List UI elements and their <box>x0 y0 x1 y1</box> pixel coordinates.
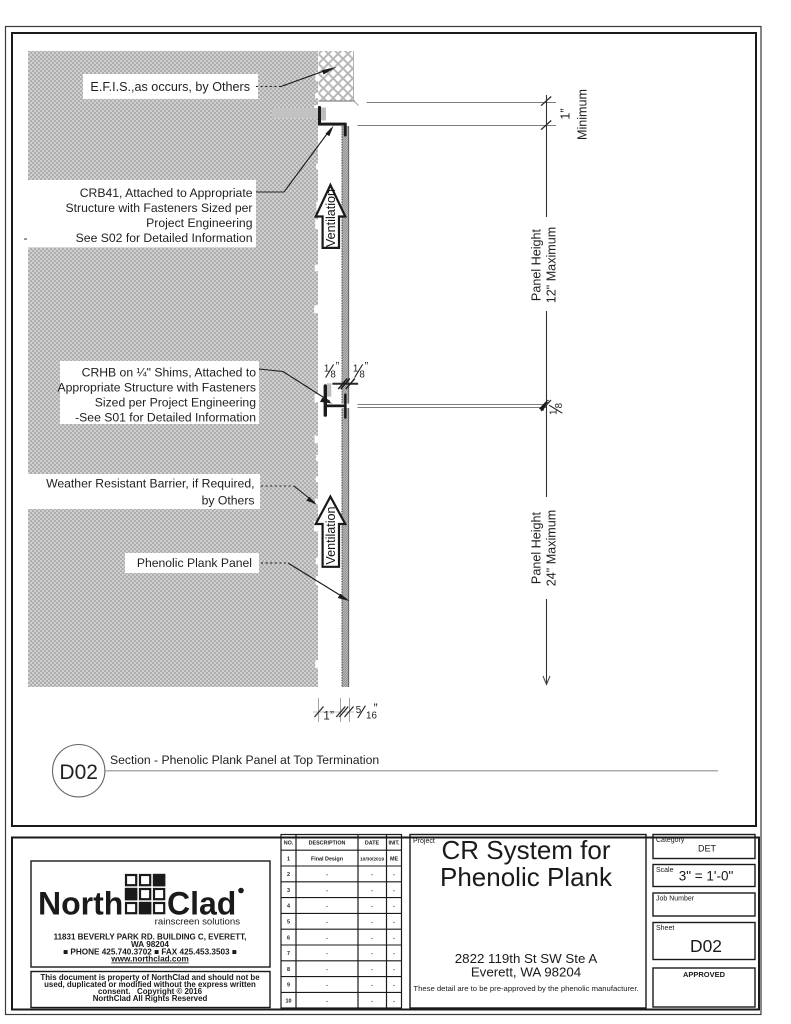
svg-text:Phenolic Plank: Phenolic Plank <box>440 862 613 892</box>
svg-text:INIT.: INIT. <box>388 841 400 847</box>
svg-text:3: 3 <box>287 888 290 894</box>
svg-text:-: - <box>371 920 373 926</box>
svg-text:24" Maximum: 24" Maximum <box>545 510 559 587</box>
svg-text:-: - <box>326 983 328 989</box>
svg-text:Project Engineering: Project Engineering <box>146 216 252 230</box>
svg-text:8: 8 <box>287 967 290 973</box>
svg-text:-: - <box>326 920 328 926</box>
svg-text:www.northclad.com: www.northclad.com <box>110 955 189 964</box>
svg-text:See S02 for Detailed Informati: See S02 for Detailed Information <box>76 231 253 245</box>
svg-text:Category: Category <box>656 837 685 844</box>
svg-text:3" = 1'-0": 3" = 1'-0" <box>679 869 734 884</box>
svg-text:2822 119th St SW Ste A: 2822 119th St SW Ste A <box>455 951 598 966</box>
svg-text:-: - <box>393 888 395 894</box>
svg-text:CR System for: CR System for <box>441 835 610 865</box>
svg-text:Phenolic Plank Panel: Phenolic Plank Panel <box>137 556 252 570</box>
svg-text:used, duplicated or modified w: used, duplicated or modified without the… <box>44 980 256 989</box>
svg-text:12" Maximum: 12" Maximum <box>545 227 559 304</box>
svg-text:5: 5 <box>287 920 290 926</box>
svg-text:Clad: Clad <box>167 886 236 922</box>
svg-text:DET: DET <box>698 844 717 854</box>
svg-text:Project: Project <box>413 838 435 845</box>
svg-text:-See S01 for Detailed Informat: -See S01 for Detailed Information <box>75 410 256 424</box>
svg-text:DESCRIPTION: DESCRIPTION <box>309 841 346 847</box>
svg-text:-: - <box>326 904 328 910</box>
svg-text:-: - <box>393 967 395 973</box>
svg-text:-: - <box>371 935 373 941</box>
svg-text:16: 16 <box>366 711 377 722</box>
svg-text:Weather Resistant Barrier, if: Weather Resistant Barrier, if Required, <box>46 477 254 491</box>
svg-text:4: 4 <box>287 904 290 910</box>
svg-text:-: - <box>393 904 395 910</box>
svg-text:ME: ME <box>390 856 398 862</box>
svg-text:”: ” <box>374 702 378 716</box>
svg-text:1: 1 <box>287 856 290 862</box>
svg-text:-: - <box>393 999 395 1005</box>
svg-text:1”: 1” <box>323 708 334 722</box>
svg-text:-: - <box>326 872 328 878</box>
svg-text:Panel Height: Panel Height <box>530 228 544 301</box>
svg-text:5: 5 <box>356 705 362 716</box>
svg-text:Scale: Scale <box>656 867 674 874</box>
svg-text:consent. Copyright © 2016: consent. Copyright © 2016 <box>98 987 203 996</box>
svg-text:-: - <box>393 920 395 926</box>
svg-text:Ventilation: Ventilation <box>324 506 338 564</box>
svg-text:Sized per Project Engineering: Sized per Project Engineering <box>95 395 256 409</box>
svg-text:Appropriate Structure with Fas: Appropriate Structure with Fasteners <box>58 381 256 395</box>
svg-text:Final Design: Final Design <box>311 856 343 862</box>
svg-text:Minimum: Minimum <box>576 89 590 140</box>
svg-text:-: - <box>371 999 373 1005</box>
svg-text:-: - <box>326 935 328 941</box>
svg-text:-: - <box>371 888 373 894</box>
svg-text:NorthClad All Rights Reserved: NorthClad All Rights Reserved <box>93 994 208 1003</box>
svg-text:-: - <box>371 951 373 957</box>
svg-text:These detail are to be pre-app: These detail are to be pre-approved by t… <box>413 984 638 993</box>
svg-text:-: - <box>326 888 328 894</box>
svg-text:1”: 1” <box>559 108 573 119</box>
svg-text:-: - <box>24 231 28 245</box>
svg-text:E.F.I.S.,as occurs, by Others: E.F.I.S.,as occurs, by Others <box>90 80 250 94</box>
svg-text:-: - <box>393 951 395 957</box>
svg-text:10/30/2019: 10/30/2019 <box>360 856 384 862</box>
svg-text:-: - <box>326 967 328 973</box>
svg-text:D02: D02 <box>59 761 98 784</box>
svg-text:Job Number: Job Number <box>656 896 695 903</box>
svg-text:-: - <box>371 904 373 910</box>
svg-text:APPROVED: APPROVED <box>683 970 726 979</box>
svg-text:11831 BEVERLY PARK RD. BUILDIN: 11831 BEVERLY PARK RD. BUILDING C, EVERE… <box>54 933 247 942</box>
svg-text:DATE: DATE <box>365 841 380 847</box>
svg-text:Ventilation: Ventilation <box>324 189 338 247</box>
svg-text:-: - <box>393 983 395 989</box>
svg-text:2: 2 <box>287 872 290 878</box>
svg-text:D02: D02 <box>690 936 722 956</box>
svg-text:6: 6 <box>287 935 290 941</box>
svg-text:-: - <box>326 951 328 957</box>
svg-text:North: North <box>38 886 123 922</box>
svg-text:10: 10 <box>286 999 292 1005</box>
svg-text:WA 98204: WA 98204 <box>131 940 169 949</box>
svg-text:CRB41, Attached to Appropriate: CRB41, Attached to Appropriate <box>80 186 253 200</box>
svg-text:7: 7 <box>287 951 290 957</box>
svg-text:Sheet: Sheet <box>656 925 674 932</box>
svg-text:9: 9 <box>287 983 290 989</box>
svg-text:by Others: by Others <box>202 494 255 508</box>
svg-text:Section - Phenolic Plank Panel: Section - Phenolic Plank Panel at Top Te… <box>110 753 379 767</box>
svg-text:-: - <box>371 872 373 878</box>
svg-text:Everett, WA 98204: Everett, WA 98204 <box>471 965 581 980</box>
svg-text:■ PHONE 425.740.3702 ■ FAX 425: ■ PHONE 425.740.3702 ■ FAX 425.453.3503 … <box>63 948 237 957</box>
svg-text:This document is property of N: This document is property of NorthClad a… <box>40 973 260 982</box>
svg-text:-: - <box>393 935 395 941</box>
svg-text:-: - <box>326 999 328 1005</box>
svg-text:CRHB on ¼" Shims, Attached to: CRHB on ¼" Shims, Attached to <box>82 366 257 380</box>
svg-text:rainscreen solutions: rainscreen solutions <box>155 917 241 928</box>
svg-text:Panel Height: Panel Height <box>530 511 544 584</box>
svg-text:NO.: NO. <box>284 841 294 847</box>
svg-text:-: - <box>371 983 373 989</box>
svg-text:-: - <box>393 872 395 878</box>
svg-text:-: - <box>371 967 373 973</box>
svg-text:Structure with Fasteners Sized: Structure with Fasteners Sized per <box>66 201 253 215</box>
